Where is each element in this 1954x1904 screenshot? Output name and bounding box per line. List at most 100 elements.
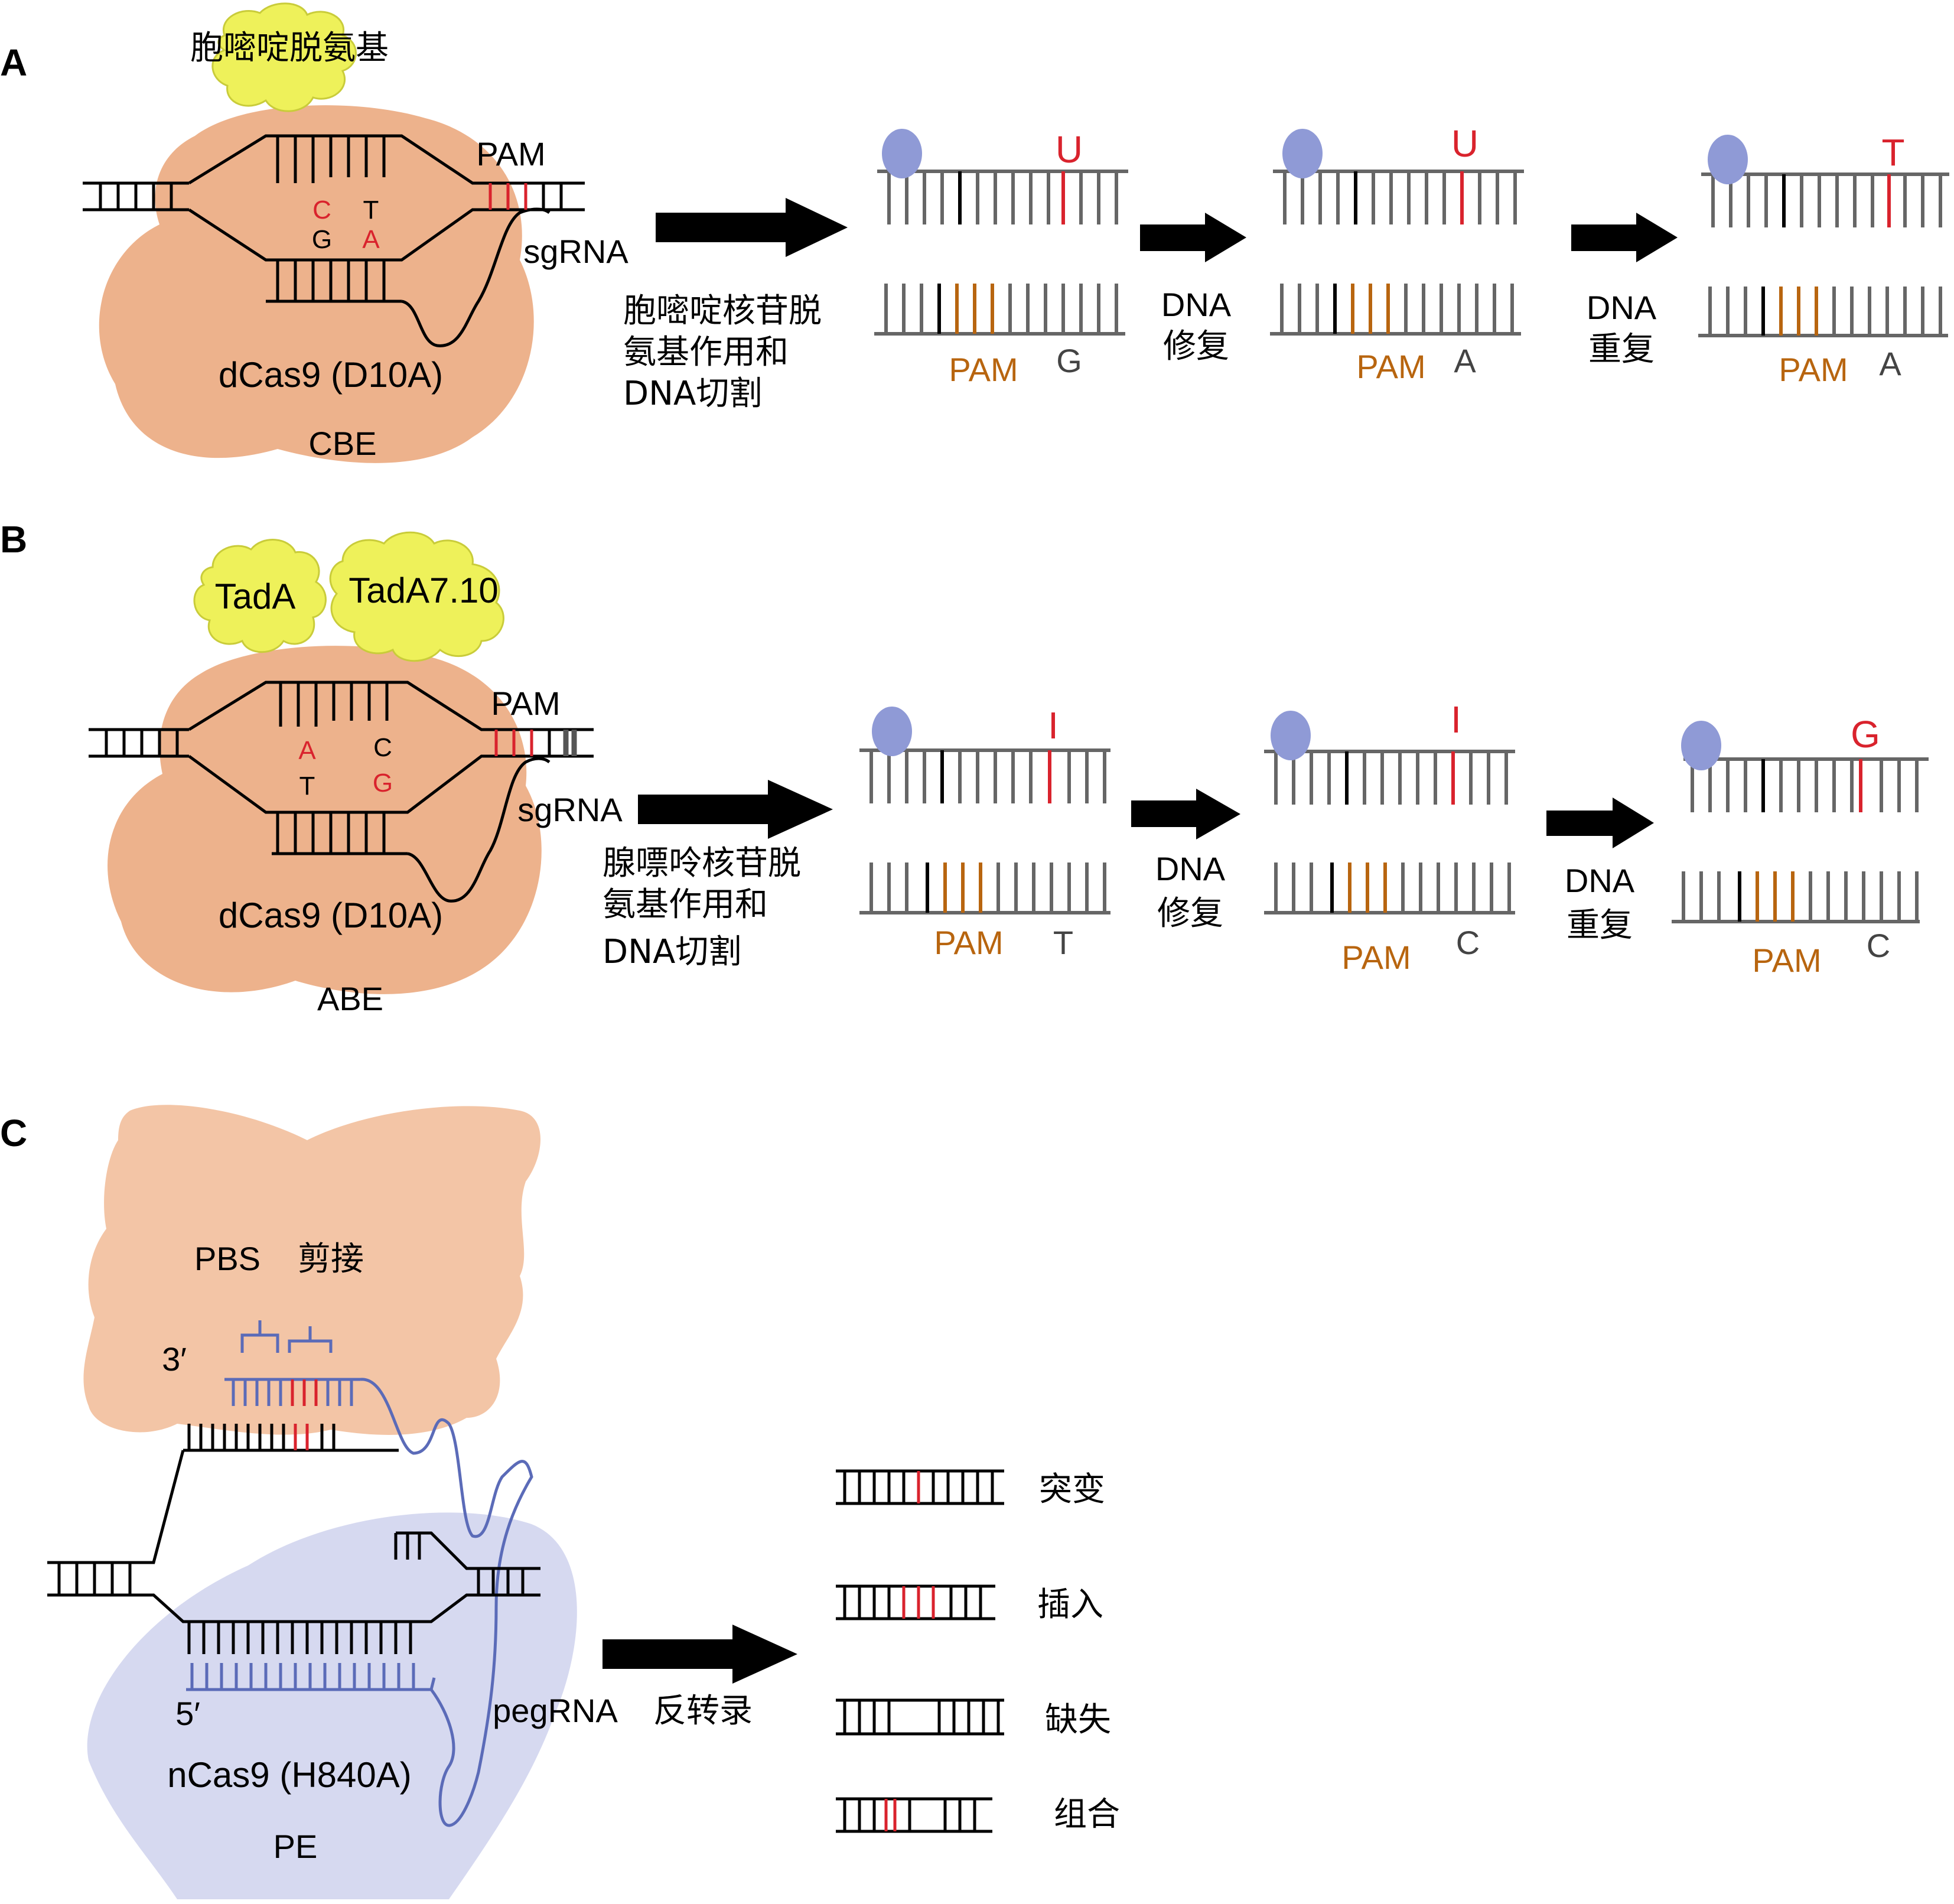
step3-line1-b: DNA <box>1565 862 1635 899</box>
tada7-10-label: TadA7.10 <box>349 571 499 610</box>
state1-bottom-base-a: G <box>1056 342 1082 379</box>
pam-label-b: PAM <box>491 685 560 722</box>
step1-line3-b: DNA切割 <box>603 933 741 971</box>
arrow-b-step1 <box>638 780 833 839</box>
outcome-mutation-label: 突变 <box>1039 1470 1105 1509</box>
pbs-label: PBS <box>194 1240 260 1277</box>
dna-left-duplex-b <box>89 728 189 758</box>
cbe-protein-body <box>99 105 534 463</box>
arrow-b-step2 <box>1131 789 1240 839</box>
pam-label-a: PAM <box>476 135 545 173</box>
step2-line1-b: DNA <box>1155 850 1226 887</box>
step1-line1-b: 腺嘌呤核苷脱 <box>603 844 801 883</box>
state2-top-base-b: I <box>1451 698 1461 741</box>
step2-line2-b: 修复 <box>1157 894 1223 933</box>
rt-domain-body <box>83 1105 540 1435</box>
pegrna-strand <box>186 1320 533 1827</box>
cytidine-deaminase-label: 胞嘧啶脱氨基 <box>190 29 389 67</box>
deaminase-cloud <box>211 2 357 112</box>
outcome-deletion-label: 缺失 <box>1045 1701 1111 1739</box>
outcome-mutation: 突变 <box>836 1469 1105 1509</box>
state2-pam-a: PAM <box>1356 348 1425 385</box>
three-prime-label: 3′ <box>162 1340 187 1378</box>
editor-label-pe: PE <box>273 1828 318 1865</box>
five-prime-label: 5′ <box>175 1695 200 1732</box>
protein-blob-icon <box>882 129 922 178</box>
abe-state-3: G PAM C <box>1672 713 1929 979</box>
pam-site-b <box>494 730 577 756</box>
panel-b: B TadA TadA7.10 PAM sgRNA A C T G dCa <box>0 518 1929 1017</box>
sgrna-label-b: sgRNA <box>517 791 623 828</box>
tada7-10-cloud <box>329 531 504 662</box>
arrow-a-step2 <box>1140 213 1246 262</box>
step3-line2-b: 重复 <box>1567 906 1633 945</box>
state1-top-base-a: U <box>1056 128 1083 171</box>
state2-bottom-base-a: A <box>1454 342 1476 379</box>
rt-label: 反转录 <box>653 1692 753 1730</box>
panel-b-letter: B <box>0 518 27 561</box>
cbe-state-3: T PAM A <box>1698 131 1949 388</box>
bubble-bottom-base-2-b: G <box>373 769 393 798</box>
protein-blob-icon <box>1681 721 1721 770</box>
target-edit-bases <box>294 1424 309 1450</box>
cbe-state-2: U PAM A <box>1270 122 1524 385</box>
tada-label: TadA <box>215 577 296 616</box>
sgrna-label-a: sgRNA <box>523 233 628 270</box>
tada-cloud <box>193 539 327 653</box>
dna-bubble <box>188 134 585 347</box>
abe-protein-body <box>108 646 542 994</box>
state3-bottom-base-b: C <box>1867 927 1890 964</box>
state3-bottom-base-a: A <box>1879 345 1901 382</box>
protein-blob-icon <box>1271 711 1311 760</box>
state2-pam-b: PAM <box>1341 939 1411 976</box>
bubble-top-base-1-b: A <box>298 736 316 765</box>
pegrna-edit-bases <box>291 1379 318 1406</box>
editor-label-abe: ABE <box>317 980 383 1017</box>
protein-blob-icon <box>872 707 912 756</box>
pegrna-label: pegRNA <box>493 1692 618 1729</box>
panel-c-letter: C <box>0 1112 27 1154</box>
arrow-b-step3 <box>1546 798 1654 848</box>
abe-state-1: I PAM T <box>859 704 1110 961</box>
pe-nickase-body <box>87 1512 577 1899</box>
state1-top-base-b: I <box>1048 704 1059 747</box>
step2-line1-a: DNA <box>1161 286 1232 323</box>
step1-line2-a: 氨基作用和 <box>623 333 789 372</box>
dna-bubble-b <box>188 681 594 903</box>
state3-top-base-a: T <box>1881 131 1904 174</box>
state2-bottom-base-b: C <box>1456 924 1480 961</box>
outcome-insertion-label: 插入 <box>1037 1586 1103 1624</box>
step3-line2-a: 重复 <box>1588 330 1655 369</box>
step1-line3-a: DNA切割 <box>623 375 762 413</box>
pam-site-a <box>488 183 563 210</box>
step3-line1-a: DNA <box>1587 289 1657 326</box>
abe-state-2: I PAM C <box>1264 698 1515 976</box>
outcome-combination: 组合 <box>836 1795 1120 1834</box>
outcome-insertion: 插入 <box>836 1584 1103 1624</box>
cbe-state-1: U PAM G <box>874 128 1128 388</box>
outcome-deletion: 缺失 <box>836 1698 1111 1739</box>
panel-c: C PBS 剪接 3′ <box>0 1105 1120 1899</box>
arrow-a-step1 <box>656 198 848 257</box>
arrow-c-outcomes <box>603 1625 797 1684</box>
bubble-bottom-base-1-b: T <box>299 772 315 800</box>
bubble-bottom-base-2: A <box>362 225 380 254</box>
splice-label: 剪接 <box>298 1240 364 1278</box>
editor-label-cbe: CBE <box>308 425 376 462</box>
dna-left-duplex <box>83 181 189 211</box>
protein-label-b: dCas9 (D10A) <box>219 896 443 935</box>
state3-top-base-b: G <box>1851 713 1880 756</box>
state2-top-base-a: U <box>1451 122 1478 165</box>
target-dna-pe <box>47 1424 540 1654</box>
protein-blob-icon <box>1708 135 1748 184</box>
state1-pam-a: PAM <box>949 351 1018 388</box>
bubble-top-base-2: T <box>363 196 379 224</box>
panel-a-letter: A <box>0 41 27 84</box>
bubble-bottom-base-1: G <box>312 225 332 254</box>
state1-bottom-base-b: T <box>1053 924 1073 961</box>
step2-line2-a: 修复 <box>1163 327 1229 366</box>
panel-a: A 胞嘧啶脱氨基 PAM sgRNA C T G <box>0 2 1949 463</box>
protein-label-c: nCas9 (H840A) <box>167 1755 412 1795</box>
protein-blob-icon <box>1282 129 1323 178</box>
